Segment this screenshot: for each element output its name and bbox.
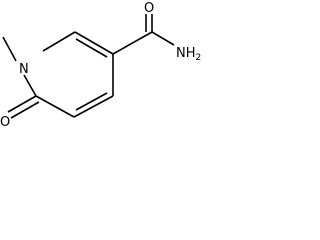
structure-canvas: N O O NH2 — [0, 0, 205, 137]
bond-c6-o — [7, 95, 37, 113]
bond-c5-c4-double — [75, 92, 108, 111]
atom-o-carbonyl-label: O — [0, 115, 10, 130]
bond-c3-c2-double — [75, 38, 108, 58]
atom-o-amide-label: O — [144, 1, 154, 16]
atom-n1-label: N — [19, 62, 29, 77]
atom-nh2-label: NH2 — [176, 46, 201, 63]
bond-c3-camide — [112, 31, 153, 55]
bond-c6-c5 — [35, 95, 75, 118]
bond-camide-n — [151, 31, 175, 46]
bond-c5-c4 — [73, 95, 114, 118]
bond-n1-c6 — [23, 74, 37, 97]
molecule-diagram: N O O NH2 — [0, 1, 201, 130]
atom-nh-text: NH — [176, 46, 196, 61]
bond-methyl-n1 — [2, 36, 17, 62]
bond-c6-o-double — [10, 101, 40, 119]
bond-c3-c2 — [74, 31, 114, 55]
bond-c2-n1 — [42, 31, 76, 52]
atom-nh2-subscript: 2 — [196, 53, 202, 63]
